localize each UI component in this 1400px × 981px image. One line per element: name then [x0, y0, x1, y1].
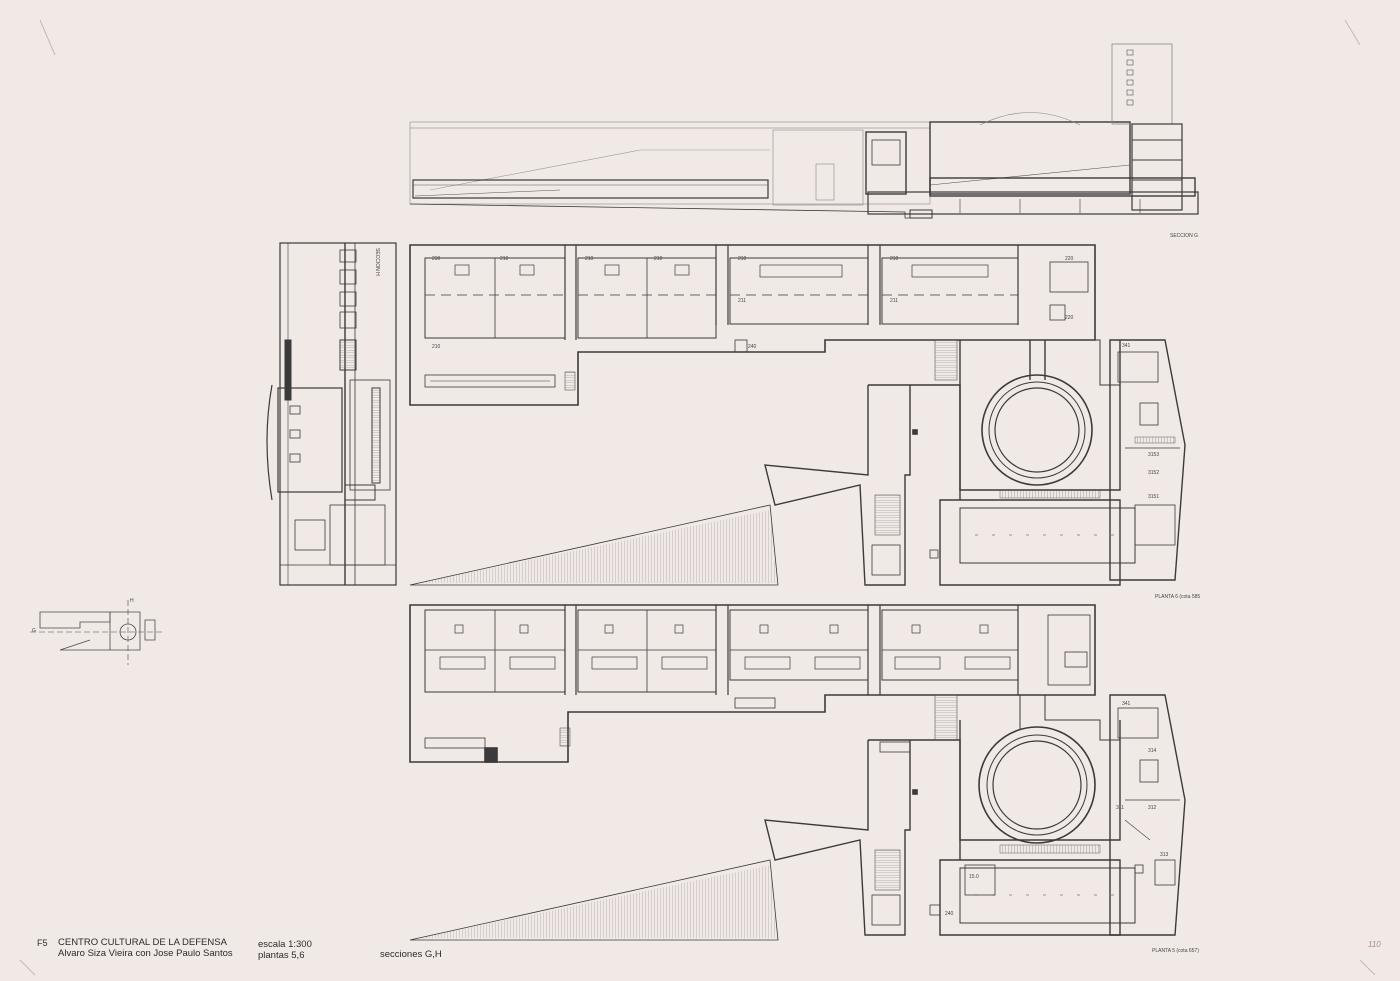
corner-marks [19, 19, 1376, 976]
room-number: 3151 [1148, 494, 1160, 500]
room-number: 210 [500, 256, 509, 262]
room-number: 341 [1122, 701, 1131, 707]
handwritten-number: 110 [1368, 940, 1381, 949]
room-number: 210 [585, 256, 594, 262]
key-plan-g-label: G [32, 628, 36, 634]
section-g-label: SECCION G [1170, 233, 1199, 239]
section-g-drawing [409, 43, 1199, 219]
plans-label: plantas 5,6 [258, 950, 305, 961]
room-number: 3153 [1148, 452, 1160, 458]
section-h-label: SECCION H [374, 248, 380, 276]
room-number: 220 [1065, 256, 1074, 262]
room-number: 211 [890, 298, 898, 304]
room-number: 15.0 [969, 874, 979, 880]
room-number: 230 [432, 256, 441, 262]
section-h-drawing [266, 242, 397, 586]
planta-5-label: PLANTA 5 (cota 657) [1152, 948, 1199, 954]
key-plan [30, 600, 165, 665]
room-number: 240 [945, 911, 954, 917]
room-number: 210 [432, 344, 441, 350]
room-number: 341 [1122, 343, 1131, 349]
room-number: 210 [890, 256, 899, 262]
key-plan-h-label: H [130, 598, 134, 604]
planta-6-label: PLANTA 6 (cota 585 [1155, 594, 1201, 600]
plan-level-5 [409, 604, 1186, 941]
plan-level-6 [409, 244, 1186, 586]
sheet-code: F5 [37, 938, 48, 948]
room-number: 220 [1065, 315, 1074, 321]
room-number: 210 [738, 256, 747, 262]
room-number: 240 [748, 344, 757, 350]
room-number: 312 [1148, 805, 1157, 811]
room-number: 210 [654, 256, 663, 262]
room-number: 211 [738, 298, 746, 304]
room-number: 3152 [1148, 470, 1160, 476]
scale-label: escala 1:300 [258, 939, 312, 950]
sections-label: secciones G,H [380, 949, 442, 960]
project-authors: Alvaro Siza Vieira con Jose Paulo Santos [58, 948, 233, 959]
room-number: 311 [1116, 805, 1124, 811]
room-number: 313 [1160, 852, 1169, 858]
project-title: CENTRO CULTURAL DE LA DEFENSA [58, 937, 227, 948]
room-number: 314 [1148, 748, 1157, 754]
